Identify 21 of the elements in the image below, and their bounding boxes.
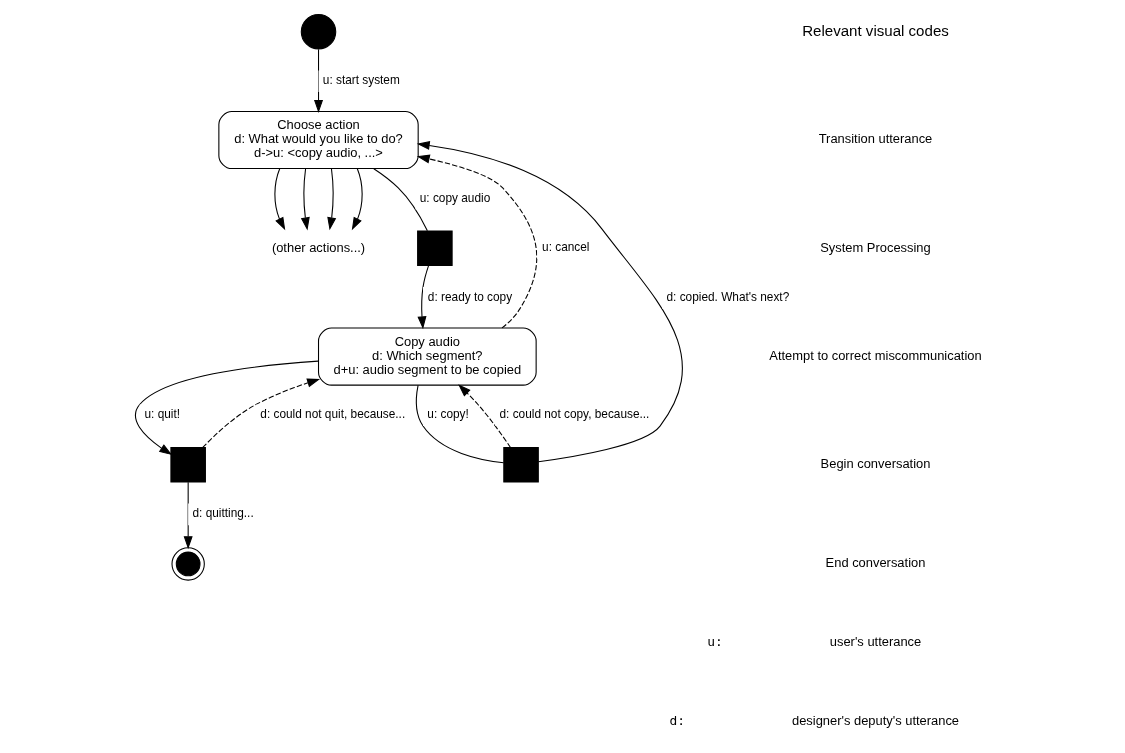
legend-label: designer's deputy's utterance [791,712,960,728]
edge-label: u: copy! [427,407,469,422]
edge-label: u: cancel [542,240,590,255]
edge-label: d: ready to copy [427,289,513,304]
legend-label: Attempt to correct miscommunication [769,347,982,363]
edge-label: d: quitting... [192,506,254,521]
edge-label: u: quit! [144,407,181,422]
edge-label: u: start system [322,73,400,88]
edge-label: d: could not quit, because... [260,407,406,422]
legend-label: Transition utterance [818,131,933,147]
label: Relevant visual codes [802,21,949,39]
label: d: [669,712,686,728]
edge-label: d: copied. What's next? [666,289,790,304]
edge-label: u: copy audio [419,190,491,205]
label: u: [707,633,723,649]
legend-label: user's utterance [829,633,922,649]
edge-label: d: could not copy, because... [499,407,650,422]
legend-label: System Processing [820,239,931,255]
node-text: (other actions...) [271,239,366,255]
legend-label: Begin conversation [820,456,931,472]
legend-label: End conversation [825,555,926,571]
